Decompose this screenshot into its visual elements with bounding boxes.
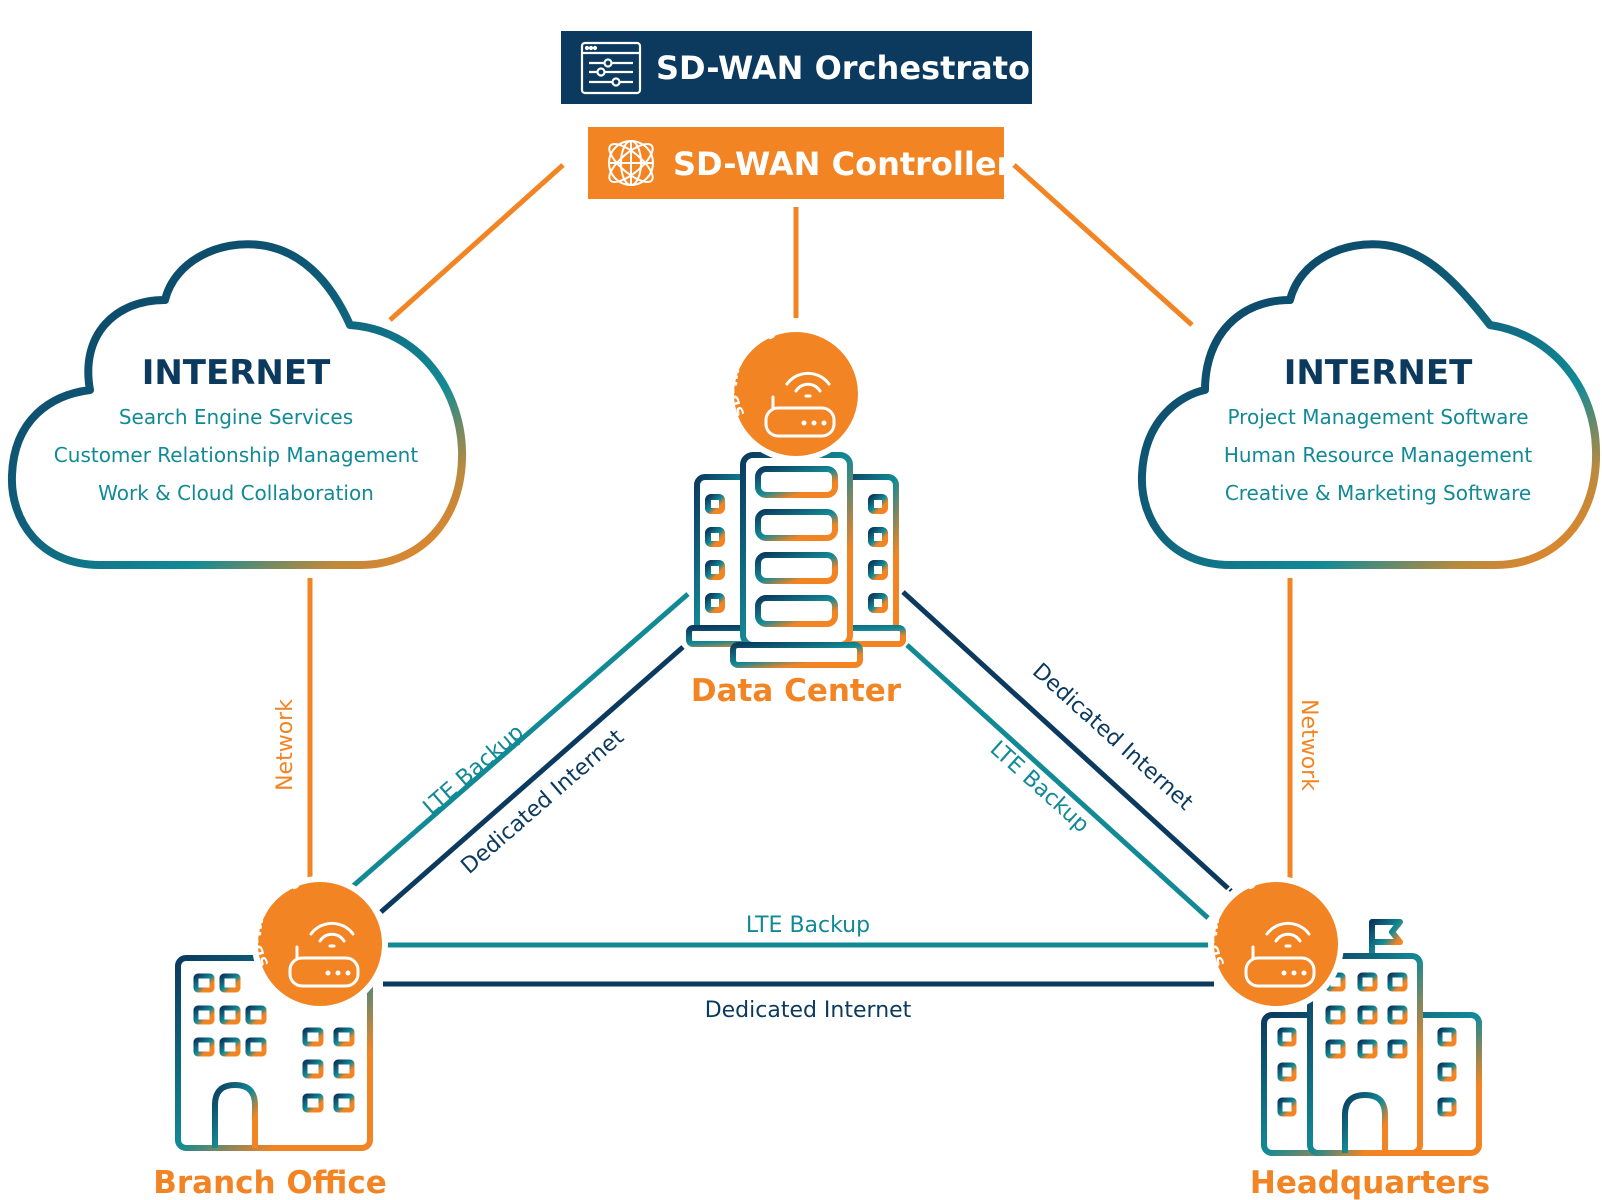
cloud-left-service: Work & Cloud Collaboration xyxy=(98,481,374,505)
lte-label-branch-hq: LTE Backup xyxy=(746,913,870,938)
wan-links xyxy=(351,590,1234,987)
cloud-left-outline xyxy=(7,240,467,569)
router-wifi-icon xyxy=(1244,921,1316,988)
cloud-left-service: Search Engine Services xyxy=(119,405,353,429)
cloud-left-service: Customer Relationship Management xyxy=(54,443,419,467)
server-rack-icon xyxy=(686,452,906,668)
cloud-right-service: Project Management Software xyxy=(1227,405,1528,429)
controller-label: SD-WAN Controller xyxy=(673,145,1013,183)
controller-links xyxy=(388,163,1194,327)
network-label-left: Network xyxy=(273,699,298,791)
cloud-left-title: INTERNET xyxy=(142,353,331,393)
lte-label-branch-dc: LTE Backup xyxy=(419,720,529,820)
edge-badge-branch-office[interactable]: SD-WAN Edge xyxy=(249,870,388,1012)
link-controller-right-cloud xyxy=(1012,163,1194,327)
orchestrator-label: SD-WAN Orchestrator xyxy=(656,49,1046,87)
cloud-right-service: Human Resource Management xyxy=(1224,443,1532,467)
dedicated-label-branch-hq: Dedicated Internet xyxy=(705,998,912,1023)
router-wifi-icon xyxy=(288,921,360,988)
cloud-right-title: INTERNET xyxy=(1284,353,1473,393)
edge-badge-headquarters[interactable]: SD-WAN Edge xyxy=(1205,870,1344,1012)
link-dedicated-dc-hq xyxy=(901,590,1234,894)
orchestrator-box[interactable]: SD-WAN Orchestrator xyxy=(561,31,1046,104)
network-label-right: Network xyxy=(1296,699,1321,791)
cloud-right-outline xyxy=(1137,240,1601,569)
router-wifi-icon xyxy=(764,371,836,438)
link-lte-dc-hq xyxy=(905,643,1210,920)
edge-badge-data-center[interactable]: SD-WAN Edge xyxy=(725,320,864,462)
cloud-right-service: Creative & Marketing Software xyxy=(1225,481,1531,505)
headquarters-building-icon xyxy=(1261,919,1482,1156)
cloud-right: INTERNET Project Management Software Hum… xyxy=(1137,240,1601,569)
data-center-label: Data Center xyxy=(691,673,902,709)
link-lte-branch-dc xyxy=(351,592,690,888)
cloud-left: INTERNET Search Engine Services Customer… xyxy=(7,240,467,569)
globe-network-icon xyxy=(608,140,654,186)
link-controller-left-cloud xyxy=(388,163,565,322)
headquarters-label: Headquarters xyxy=(1250,1165,1490,1200)
controller-box[interactable]: SD-WAN Controller xyxy=(588,127,1013,199)
sliders-window-icon xyxy=(580,41,642,95)
link-dedicated-branch-dc xyxy=(379,645,685,914)
branch-office-label: Branch Office xyxy=(153,1165,386,1200)
